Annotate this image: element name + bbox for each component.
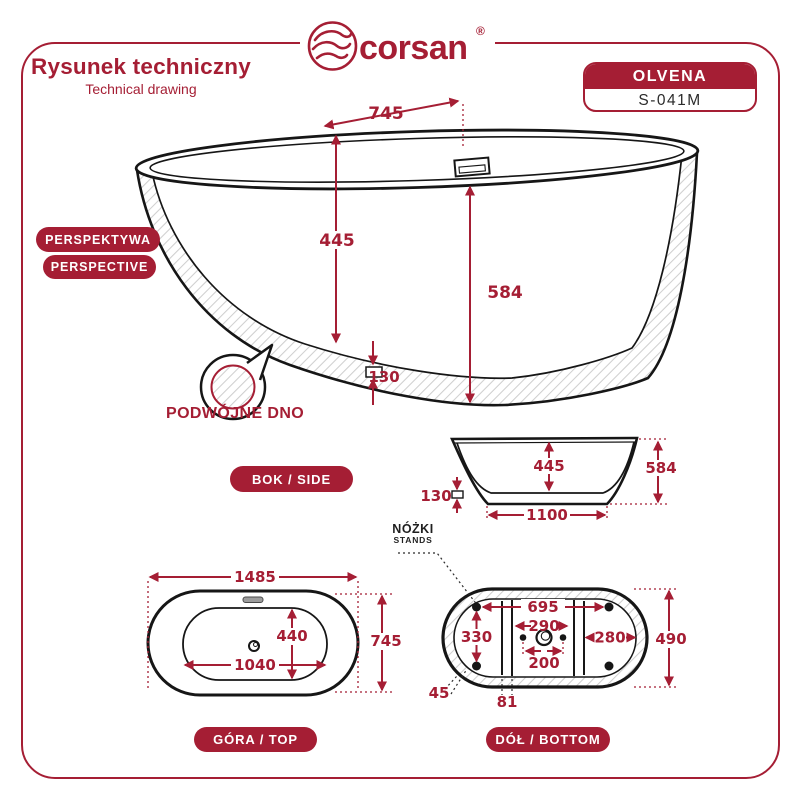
dim-side-inner-depth: 445 [531, 441, 567, 492]
double-bottom-callout [199, 343, 274, 421]
svg-text:280: 280 [594, 629, 625, 647]
dim-top-inner-width: 440 [275, 608, 310, 680]
stands-label-pl: NÓŻKI [392, 522, 434, 536]
brand-wordmark: corsan [359, 29, 468, 67]
top-view-drawing: 1485 745 440 1040 [146, 568, 403, 697]
overflow-slot [242, 596, 264, 603]
svg-text:200: 200 [528, 654, 559, 672]
registered-mark: ® [476, 24, 485, 38]
bottom-view-drawing: 695 290 200 330 280 [398, 552, 689, 711]
svg-text:1100: 1100 [526, 506, 568, 524]
stand-dot [604, 602, 614, 612]
pill-perspective-en: PERSPECTIVE [43, 255, 156, 279]
dim-side-base-length: 1100 [486, 506, 608, 524]
dim-top-outer-length: 1485 [147, 568, 359, 689]
drain-icon [248, 640, 260, 652]
svg-text:290: 290 [528, 617, 559, 635]
model-code: S-041M [638, 91, 702, 109]
dim-bottom-rib-spacing: 81 [497, 679, 518, 711]
model-badge: OLVENA S-041M [583, 62, 757, 112]
svg-text:1040: 1040 [234, 656, 276, 674]
svg-text:45: 45 [429, 684, 450, 702]
stand-dot [472, 602, 481, 612]
dim-top-inner-length: 1040 [183, 656, 327, 674]
pill-top-view: GÓRA / TOP [194, 727, 317, 752]
svg-text:440: 440 [276, 627, 307, 645]
dim-bottom-rim-thickness: 45 [429, 668, 468, 702]
perspective-view-drawing: 745 445 584 130 [134, 97, 700, 421]
pill-perspective-pl: PERSPEKTYWA [36, 227, 160, 252]
svg-text:695: 695 [527, 598, 558, 616]
dim-perspective-total-height: 584 [465, 185, 523, 404]
svg-text:130: 130 [420, 487, 451, 505]
double-bottom-label: PODWÓJNE DNO [166, 405, 305, 422]
drawing-title-pl: Rysunek techniczny [31, 54, 251, 79]
pill-bottom-view: DÓŁ / BOTTOM [486, 727, 610, 752]
tub-wall [137, 153, 697, 406]
corsan-wave-icon [307, 21, 358, 71]
svg-text:584: 584 [645, 459, 676, 477]
dim-side-bottom-thickness: 130 [420, 477, 464, 513]
stand-dot [604, 661, 614, 671]
overflow-icon [453, 156, 491, 178]
drain-icon [535, 628, 553, 647]
dim-side-total-height: 584 [610, 438, 679, 505]
svg-text:1485: 1485 [234, 568, 276, 586]
svg-text:445: 445 [533, 457, 564, 475]
bathtub-top-outline [146, 589, 360, 697]
dim-bottom-stands-length-spacing: 695 [481, 598, 605, 616]
svg-text:330: 330 [461, 628, 492, 646]
dim-bottom-drain-span: 200 [522, 642, 564, 672]
title-block: Rysunek techniczny Technical drawing [28, 54, 254, 97]
svg-text:745: 745 [368, 104, 404, 124]
dim-top-outer-width: 745 [335, 593, 403, 693]
dim-perspective-bottom-thickness: 130 [365, 341, 400, 405]
dim-perspective-inner-depth: 445 [316, 134, 358, 344]
svg-text:130: 130 [368, 368, 399, 386]
dim-bottom-side-offset: 280 [584, 629, 637, 647]
svg-text:81: 81 [497, 693, 518, 711]
drain-hole-dot [519, 634, 527, 641]
drawing-title-en: Technical drawing [85, 81, 197, 97]
drain-hole-dot [559, 634, 567, 641]
svg-text:745: 745 [370, 632, 401, 650]
side-view-drawing: 445 584 130 1100 [420, 436, 679, 524]
stand-dot [472, 661, 481, 671]
dim-bottom-stands-width-spacing: 330 [460, 610, 493, 663]
svg-text:584: 584 [487, 283, 523, 303]
dim-perspective-top-width: 745 [323, 97, 464, 147]
stands-label-en: STANDS [393, 535, 433, 545]
pill-side-view: BOK / SIDE [230, 466, 353, 492]
tub-rim [134, 128, 700, 191]
model-name: OLVENA [585, 64, 755, 89]
svg-text:445: 445 [319, 231, 355, 251]
dim-bottom-outer-width: 490 [634, 588, 689, 688]
stands-label: NÓŻKI STANDS [388, 522, 438, 545]
bathtub-bottom-outline [441, 587, 649, 689]
bathtub-perspective [134, 128, 700, 407]
svg-text:490: 490 [655, 630, 686, 648]
corsan-logo: corsan ® [300, 14, 495, 74]
dim-bottom-drain-holes-spacing: 290 [514, 617, 569, 635]
